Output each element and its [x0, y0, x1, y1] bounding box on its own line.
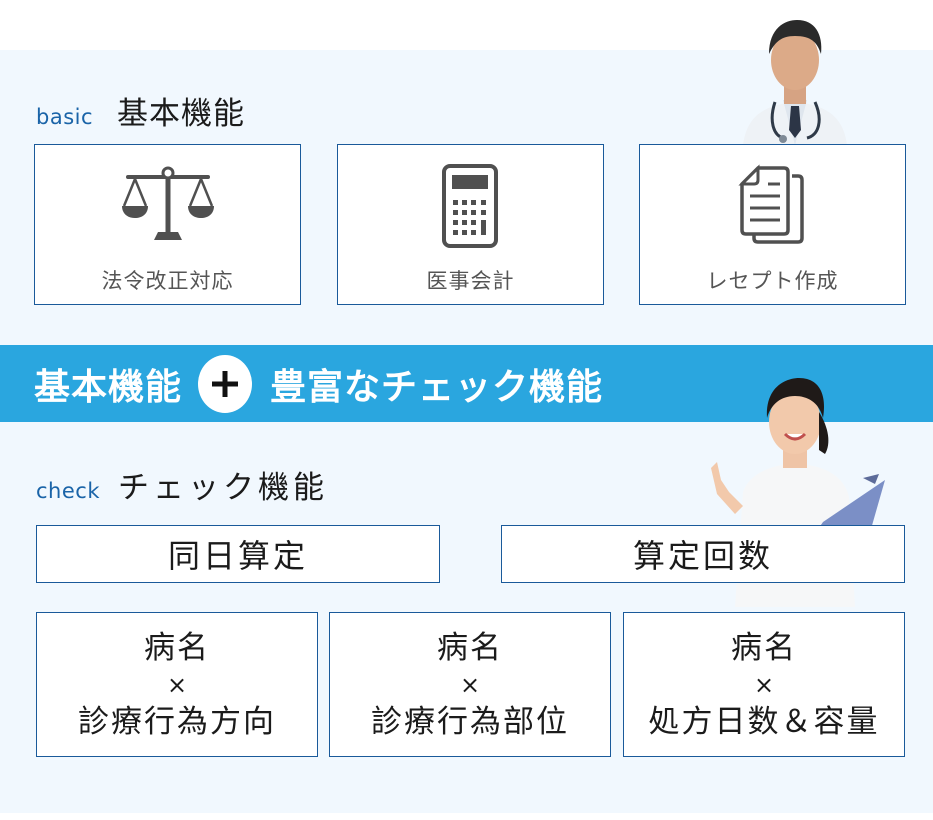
check-combo-direction: 病名 × 診療行為方向: [36, 612, 318, 757]
combo-top: 病名: [144, 629, 210, 666]
card-medical-accounting: 医事会計: [337, 144, 604, 305]
doctor-image: [735, 10, 855, 145]
combo-bottom: 診療行為部位: [371, 703, 569, 740]
check-item-count: 算定回数: [501, 525, 905, 583]
scales-icon: [118, 163, 218, 249]
check-item-label: 算定回数: [632, 537, 773, 575]
combo-top: 病名: [437, 629, 503, 666]
times-icon: ×: [459, 670, 481, 699]
banner-right-text: 豊富なチェック機能: [270, 366, 604, 408]
documents-icon: [723, 163, 823, 249]
plus-icon: [198, 354, 253, 413]
check-label-jp: チェック機能: [117, 470, 328, 506]
calculator-icon: [421, 163, 521, 249]
basic-label-jp: 基本機能: [117, 96, 246, 132]
basic-label-en: basic: [36, 105, 94, 129]
card-label: レセプト作成: [706, 269, 839, 293]
card-law-revision: 法令改正対応: [34, 144, 301, 305]
check-item-same-day: 同日算定: [36, 525, 440, 583]
card-receipt-creation: レセプト作成: [639, 144, 906, 305]
times-icon: ×: [166, 670, 188, 699]
card-label: 医事会計: [426, 269, 515, 293]
check-combo-site: 病名 × 診療行為部位: [329, 612, 611, 757]
banner-left-text: 基本機能: [34, 366, 183, 408]
combo-top: 病名: [731, 629, 797, 666]
combo-bottom: 処方日数＆容量: [648, 703, 880, 740]
times-icon: ×: [753, 670, 775, 699]
check-combo-prescription: 病名 × 処方日数＆容量: [623, 612, 905, 757]
check-section-header: check チェック機能: [36, 462, 328, 507]
basic-section-header: basic 基本機能: [36, 88, 245, 133]
combo-bottom: 診療行為方向: [78, 703, 276, 740]
card-label: 法令改正対応: [101, 269, 234, 293]
check-label-en: check: [36, 479, 100, 503]
check-item-label: 同日算定: [167, 537, 308, 575]
